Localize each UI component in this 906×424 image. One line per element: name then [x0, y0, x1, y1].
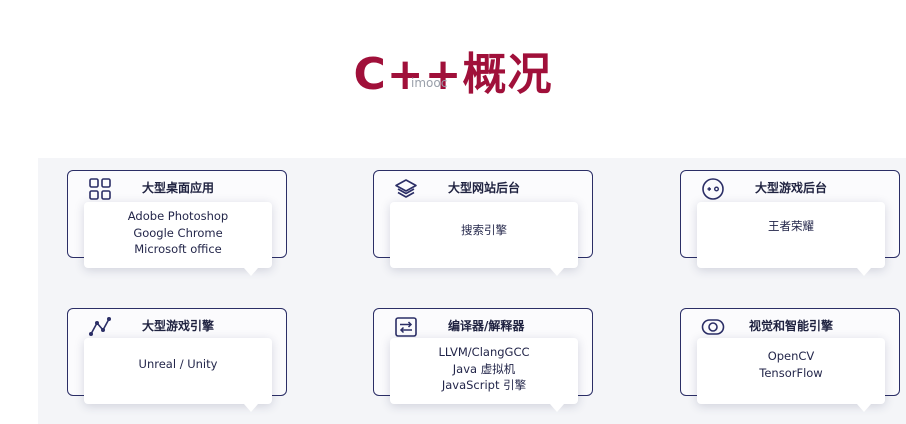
card-label: 编译器/解释器 — [448, 319, 525, 333]
card-label: 大型网站后台 — [448, 181, 521, 195]
card-label: 大型游戏引擎 — [142, 319, 215, 333]
code-compile-icon — [395, 317, 417, 337]
card-bubble-compiler-interpreter: LLVM/ClangGCC Java 虚拟机 JavaScript 引擎 — [390, 338, 578, 412]
grid-apps-icon — [89, 178, 111, 200]
bubble-line: Google Chrome — [133, 225, 223, 240]
card-bubble-website-backend: 搜索引擎 — [390, 202, 578, 276]
eye-vision-icon — [701, 319, 725, 335]
card-bubble-vision-ai-engine: OpenCV TensorFlow — [697, 338, 885, 412]
card-label: 视觉和智能引擎 — [749, 319, 834, 333]
card-bubble-game-backend: 王者荣耀 — [697, 202, 885, 276]
bubble-line: 搜索引擎 — [461, 223, 507, 237]
gamepad-icon — [702, 178, 724, 200]
layers-icon — [395, 179, 417, 198]
card-label: 大型游戏后台 — [755, 181, 828, 195]
graph-nodes-icon — [89, 317, 111, 336]
bubble-line: Unreal / Unity — [138, 357, 218, 371]
watermark: imooc — [411, 76, 448, 90]
bubble-line: Java 虚拟机 — [452, 361, 516, 376]
bubble-line: TensorFlow — [759, 365, 823, 380]
card-label: 大型桌面应用 — [142, 181, 215, 195]
bubble-line: LLVM/ClangGCC — [438, 345, 530, 359]
bubble-line: 王者荣耀 — [768, 219, 814, 233]
bubble-line: JavaScript 引擎 — [441, 378, 527, 392]
page-title: C++概况 — [353, 49, 553, 100]
card-bubble-desktop-apps: Adobe Photoshop Google Chrome Microsoft … — [84, 202, 272, 276]
bubble-line: OpenCV — [767, 349, 815, 363]
bubble-line: Microsoft office — [134, 242, 222, 256]
bubble-line: Adobe Photoshop — [127, 209, 229, 223]
card-bubble-game-engine: Unreal / Unity — [84, 338, 272, 412]
